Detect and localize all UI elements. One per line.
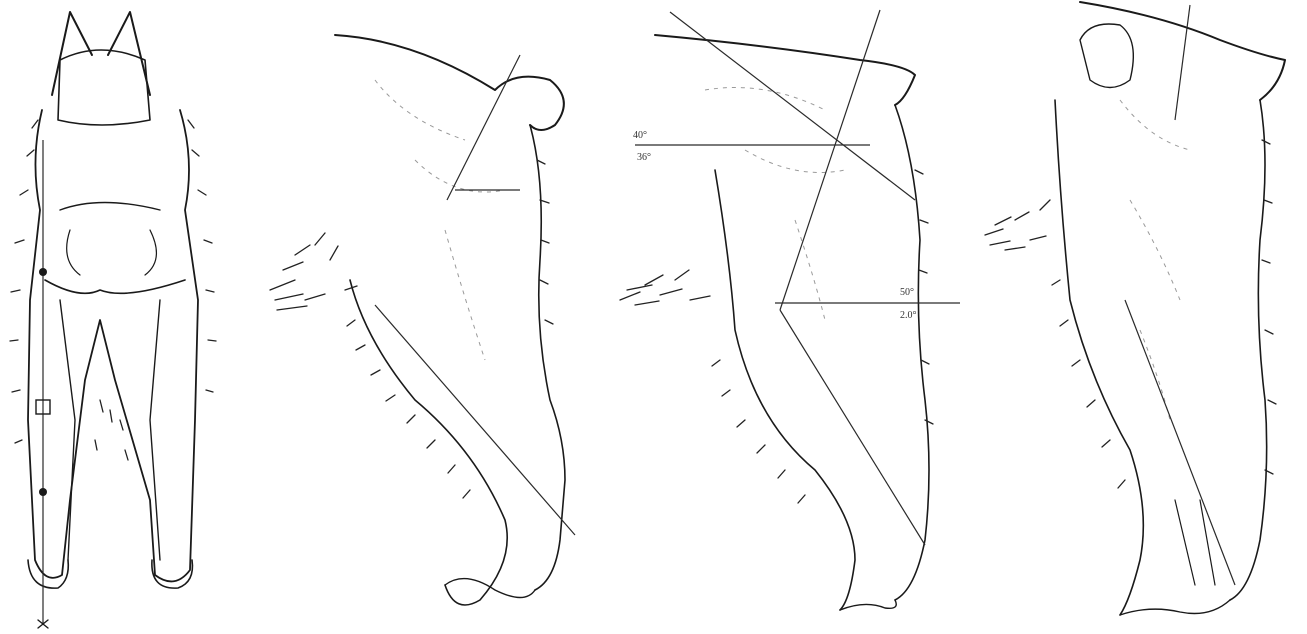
plumb-marker-pastern [39, 488, 47, 496]
side-view-3-panel [980, 0, 1307, 634]
angle-label-2: 36° [637, 152, 651, 163]
angle-label-4: 2.0° [900, 310, 917, 321]
rear-view-drawing [0, 0, 230, 634]
paw [840, 600, 896, 610]
topline [655, 35, 915, 105]
angle-label-1: 40° [633, 130, 647, 141]
paw [1120, 600, 1230, 615]
guide-line-upper [1175, 5, 1190, 120]
side-view-3-drawing [980, 0, 1307, 634]
front-contour [1055, 100, 1143, 615]
guide-line-diagonal [670, 12, 915, 200]
left-ear [52, 12, 92, 95]
front-contour [715, 170, 855, 610]
guide-line-lower [1125, 300, 1235, 585]
tail-fur [620, 270, 710, 305]
topline-and-tail-base [335, 35, 564, 130]
rear-contour [1230, 100, 1267, 600]
plumb-marker-hip [39, 268, 47, 276]
front-contour [350, 280, 507, 605]
side-view-1-drawing [265, 0, 585, 634]
bone-sketch [375, 80, 505, 360]
hip-joints [67, 230, 157, 275]
side-view-2-panel: 40° 36° 50° 2.0° [615, 0, 965, 634]
guide-line-lower [375, 305, 575, 535]
rear-contour [895, 105, 929, 600]
bone-sketch [1120, 100, 1190, 420]
rear-contour [530, 125, 565, 590]
leg-fur [347, 160, 553, 498]
head-outline [58, 50, 150, 125]
hip-sketch [1080, 24, 1133, 88]
fur-strokes [10, 120, 216, 460]
bone-sketch [705, 88, 845, 321]
pastern-lines [1175, 500, 1215, 585]
pelvis-line [45, 280, 185, 293]
back-line [60, 203, 160, 211]
guide-line-upper [447, 55, 520, 200]
leg-fur [712, 170, 933, 503]
guide-line-tibia [780, 310, 925, 545]
side-view-2-drawing: 40° 36° 50° 2.0° [615, 0, 965, 634]
rear-view-panel [0, 0, 230, 634]
tail-fur [270, 233, 357, 310]
body-outline [28, 110, 198, 581]
tail-fur [985, 200, 1050, 250]
leg-fur [1052, 140, 1276, 488]
topline [1080, 2, 1285, 100]
angle-label-3: 50° [900, 287, 914, 298]
side-view-1-panel [265, 0, 585, 634]
